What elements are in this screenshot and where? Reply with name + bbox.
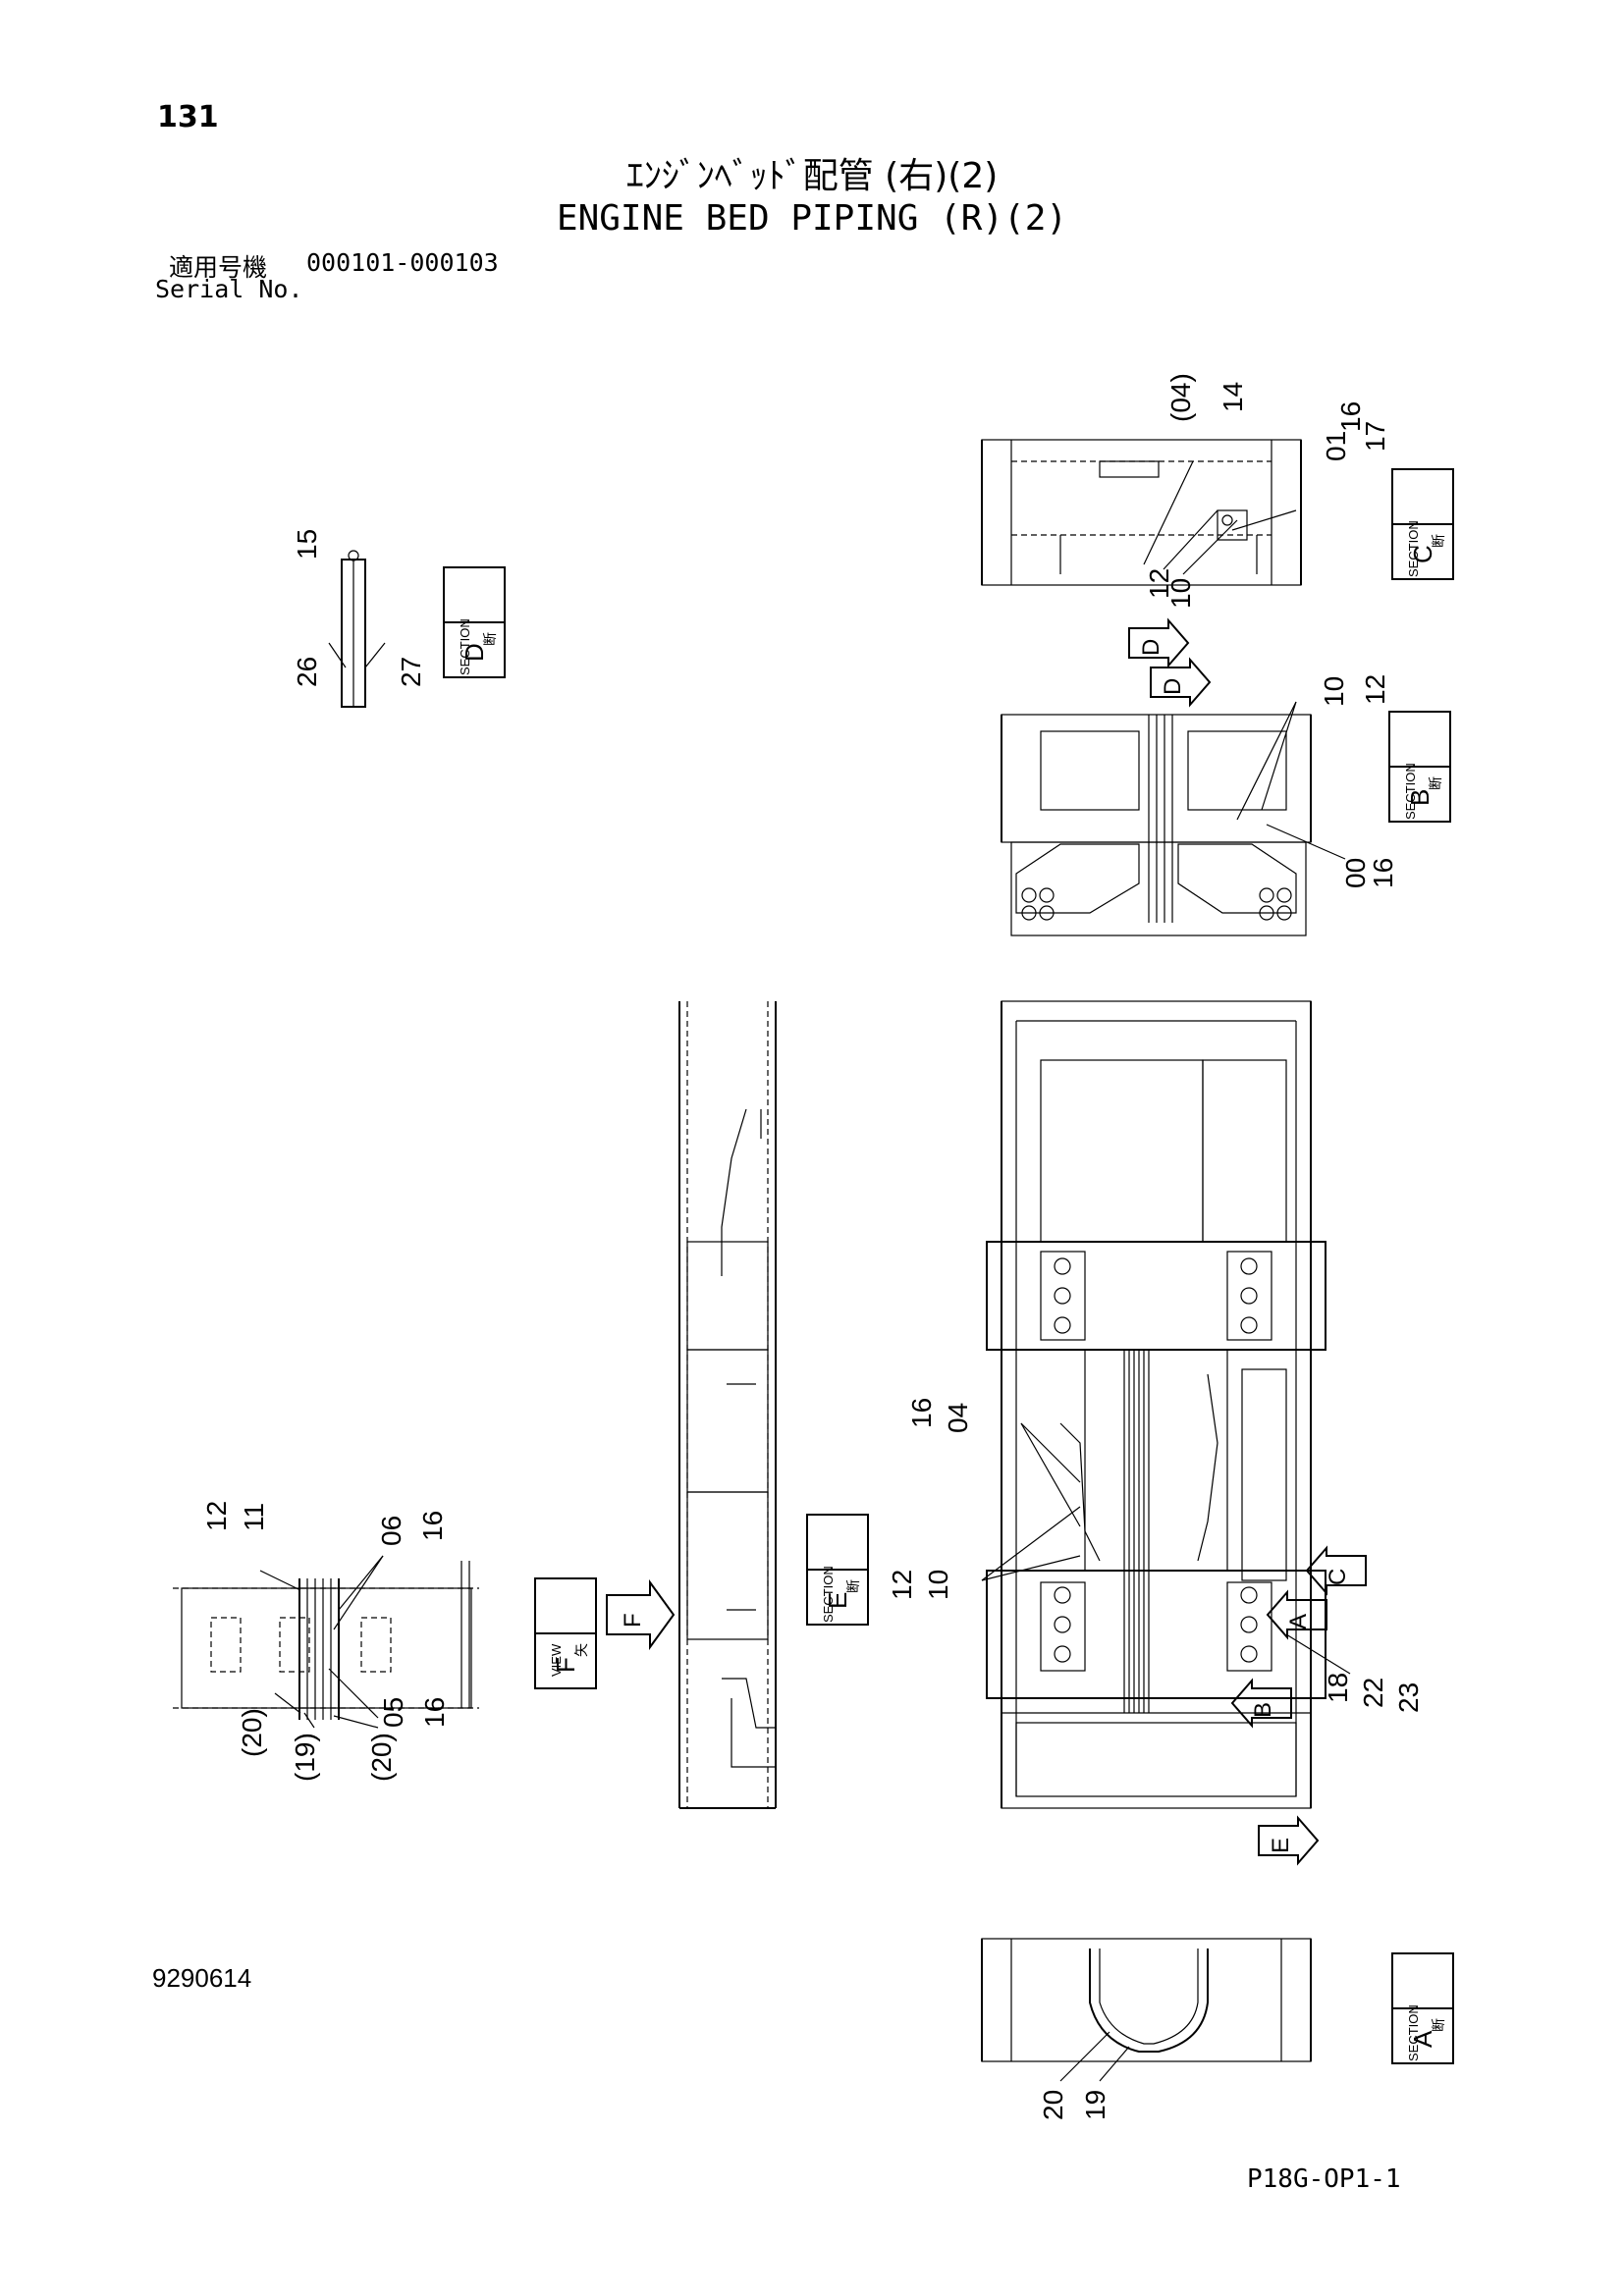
svg-text:F: F (551, 1657, 580, 1673)
section-d-view: 15 26 27 D SECTION 断 (292, 529, 506, 708)
section-b-view: 10 12 00 16 B SECTION 断 (1001, 674, 1451, 936)
section-tag-b: B SECTION 断 (1388, 711, 1451, 823)
svg-text:SECTION: SECTION (1403, 763, 1418, 820)
svg-text:D: D (1138, 639, 1164, 656)
section-a-view: 20 19 A SECTION 断 (981, 1938, 1454, 2120)
svg-text:断: 断 (1431, 2018, 1446, 2032)
svg-text:VIEW: VIEW (549, 1643, 564, 1677)
callout-label: 10 (923, 1570, 953, 1600)
svg-text:SECTION: SECTION (821, 1566, 836, 1623)
callout-label: 12 (887, 1570, 917, 1600)
svg-text:A: A (1408, 2030, 1437, 2048)
callout-label: 16 (906, 1398, 937, 1428)
callout-label: 01 (1321, 431, 1351, 461)
callout-label: 05 (378, 1697, 408, 1728)
section-tag-c: C SECTION 断 (1391, 468, 1454, 580)
serial-range: 000101-000103 (306, 248, 499, 277)
svg-text:B: B (1405, 789, 1435, 806)
callout-label: 00 (1340, 858, 1371, 888)
callout-label: 14 (1218, 382, 1248, 412)
callout-label: 16 (417, 1511, 448, 1541)
callout-label: 04 (943, 1403, 973, 1433)
section-tag-d: D SECTION 断 (443, 566, 506, 678)
grille-left (1015, 843, 1140, 921)
svg-text:C: C (1408, 545, 1437, 563)
callout-label: 10 (1165, 578, 1196, 609)
callout-label: 06 (376, 1516, 406, 1546)
svg-text:SECTION: SECTION (1406, 2004, 1421, 2061)
side-view (678, 1001, 777, 1809)
view-arrows: C A B E (1230, 1545, 1367, 1866)
callout-label: 27 (396, 657, 426, 687)
view-arrow-d: D D (1128, 617, 1212, 708)
callout-label: 17 (1360, 421, 1390, 452)
svg-text:F: F (620, 1613, 646, 1628)
svg-text:A: A (1285, 1614, 1312, 1629)
svg-text:SECTION: SECTION (1406, 520, 1421, 577)
callout-label: 12 (201, 1501, 232, 1531)
callout-label: 12 (1360, 674, 1390, 705)
svg-text:断: 断 (1428, 776, 1443, 790)
section-tag-a: A SECTION 断 (1391, 1952, 1454, 2064)
callout-label: 16 (1335, 401, 1366, 432)
callout-label: 11 (239, 1503, 269, 1531)
view-arrow-f: F (606, 1578, 676, 1651)
serial-label-japanese: 適用号機 (169, 253, 268, 282)
callout-label: 12 (1144, 568, 1174, 599)
svg-text:断: 断 (482, 632, 498, 646)
svg-text:D: D (1160, 678, 1186, 695)
grille-right (1177, 843, 1297, 921)
svg-text:B: B (1250, 1702, 1276, 1718)
view-f: 12 11 06 16 (20) (19) (20) 05 16 (173, 1501, 479, 1782)
callout-label: 16 (419, 1697, 450, 1728)
callout-label: 22 (1358, 1678, 1388, 1708)
svg-text:断: 断 (1431, 534, 1446, 548)
callout-label: (20) (366, 1733, 397, 1782)
view-tag-f: F VIEW 矢 (534, 1577, 597, 1689)
svg-text:D: D (460, 643, 489, 662)
page-number: 131 (157, 100, 219, 134)
svg-text:E: E (1268, 1838, 1294, 1853)
callout-label: 23 (1393, 1682, 1424, 1713)
callout-label: 18 (1323, 1673, 1353, 1703)
svg-text:断: 断 (845, 1579, 861, 1593)
document-number: 9290614 (152, 1963, 252, 1993)
callout-label: 26 (292, 657, 322, 687)
serial-label: Serial No. (155, 275, 303, 303)
callout-label: 16 (1368, 858, 1398, 888)
callout-label: 15 (292, 529, 322, 560)
callout-label: (20) (237, 1708, 267, 1757)
svg-text:矢: 矢 (573, 1643, 589, 1657)
callout-label: 20 (1038, 2090, 1068, 2120)
page-title-japanese: ｴﾝｼﾞﾝﾍﾞｯﾄﾞ配管 (右)(2) (625, 156, 999, 196)
page-code: P18G-OP1-1 (1247, 2164, 1401, 2194)
svg-text:C: C (1325, 1569, 1351, 1585)
callout-label: (04) (1165, 373, 1196, 422)
callout-label: 19 (1080, 2090, 1110, 2120)
callout-label: 10 (1319, 676, 1349, 707)
callout-label: (19) (290, 1733, 320, 1782)
callout-labels-c: (04) 14 01 16 17 12 10 (1144, 373, 1390, 609)
svg-text:SECTION: SECTION (458, 618, 472, 675)
main-plan-view: 16 04 12 10 18 22 23 (887, 1000, 1424, 1809)
page-title: ENGINE BED PIPING (R)(2) (556, 198, 1068, 239)
section-c-view: (04) 14 01 16 17 12 10 C SECTION 断 (981, 373, 1454, 609)
svg-text:E: E (823, 1592, 852, 1609)
section-tag-e: E SECTION 断 (806, 1514, 869, 1626)
